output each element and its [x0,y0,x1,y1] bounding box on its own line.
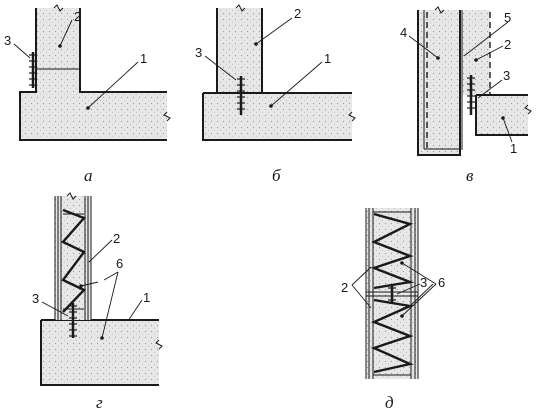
detail-v-dowel [467,75,475,115]
detail-a-label-3: 3 [4,33,11,48]
detail-v-label-3: 3 [503,68,510,83]
detail-a-label-1: 1 [140,51,147,66]
detail-d-truss-zigzag-upper [370,212,415,290]
detail-a-break-mark [53,4,64,12]
detail-g-break-mark-slab [155,339,163,350]
detail-b-break-mark [235,4,246,12]
detail-g-label-3: 3 [32,291,39,306]
detail-v-label-5: 5 [504,10,511,25]
detail-d-label-6: 6 [438,275,445,290]
detail-g-label-1: 1 [143,290,150,305]
detail-g-label-6: 6 [116,256,123,271]
detail-v: 4 5 2 3 1 в [400,6,532,185]
detail-d-caption: д [385,393,394,412]
detail-d-label-2: 2 [341,280,348,295]
detail-b-break-mark-slab [348,111,356,122]
detail-g-caption: г [96,393,103,412]
detail-v-break-mark-slab [524,104,532,115]
detail-g-label-2: 2 [113,231,120,246]
detail-v-break-mark [434,6,445,14]
detail-g-dowel [69,303,77,338]
detail-a-label-2: 2 [74,9,81,24]
detail-g: 2 6 3 1 г [32,192,163,412]
detail-v-label-1: 1 [510,141,517,156]
detail-b-label-1: 1 [324,51,331,66]
detail-v-label-2: 2 [504,37,511,52]
detail-a-dowel [29,52,37,88]
detail-g-wall-faces [54,196,92,320]
detail-g-break-mark [66,192,77,200]
detail-d-label-3: 3 [420,275,427,290]
detail-d-wall-faces [365,208,419,379]
detail-b-caption: б [272,166,281,185]
detail-a-caption: а [84,166,93,185]
detail-d: 2 3 6 д [341,208,445,412]
detail-b: 3 2 1 б [195,4,356,185]
detail-a: 3 2 1 а [4,4,171,185]
detail-b-dowel [237,76,245,115]
detail-v-caption: в [466,166,474,185]
detail-a-break-mark-slab [163,111,171,122]
detail-b-label-3: 3 [195,45,202,60]
detail-g-truss-zigzag [61,208,87,313]
detail-b-label-2: 2 [294,6,301,21]
detail-v-label-4: 4 [400,25,407,40]
